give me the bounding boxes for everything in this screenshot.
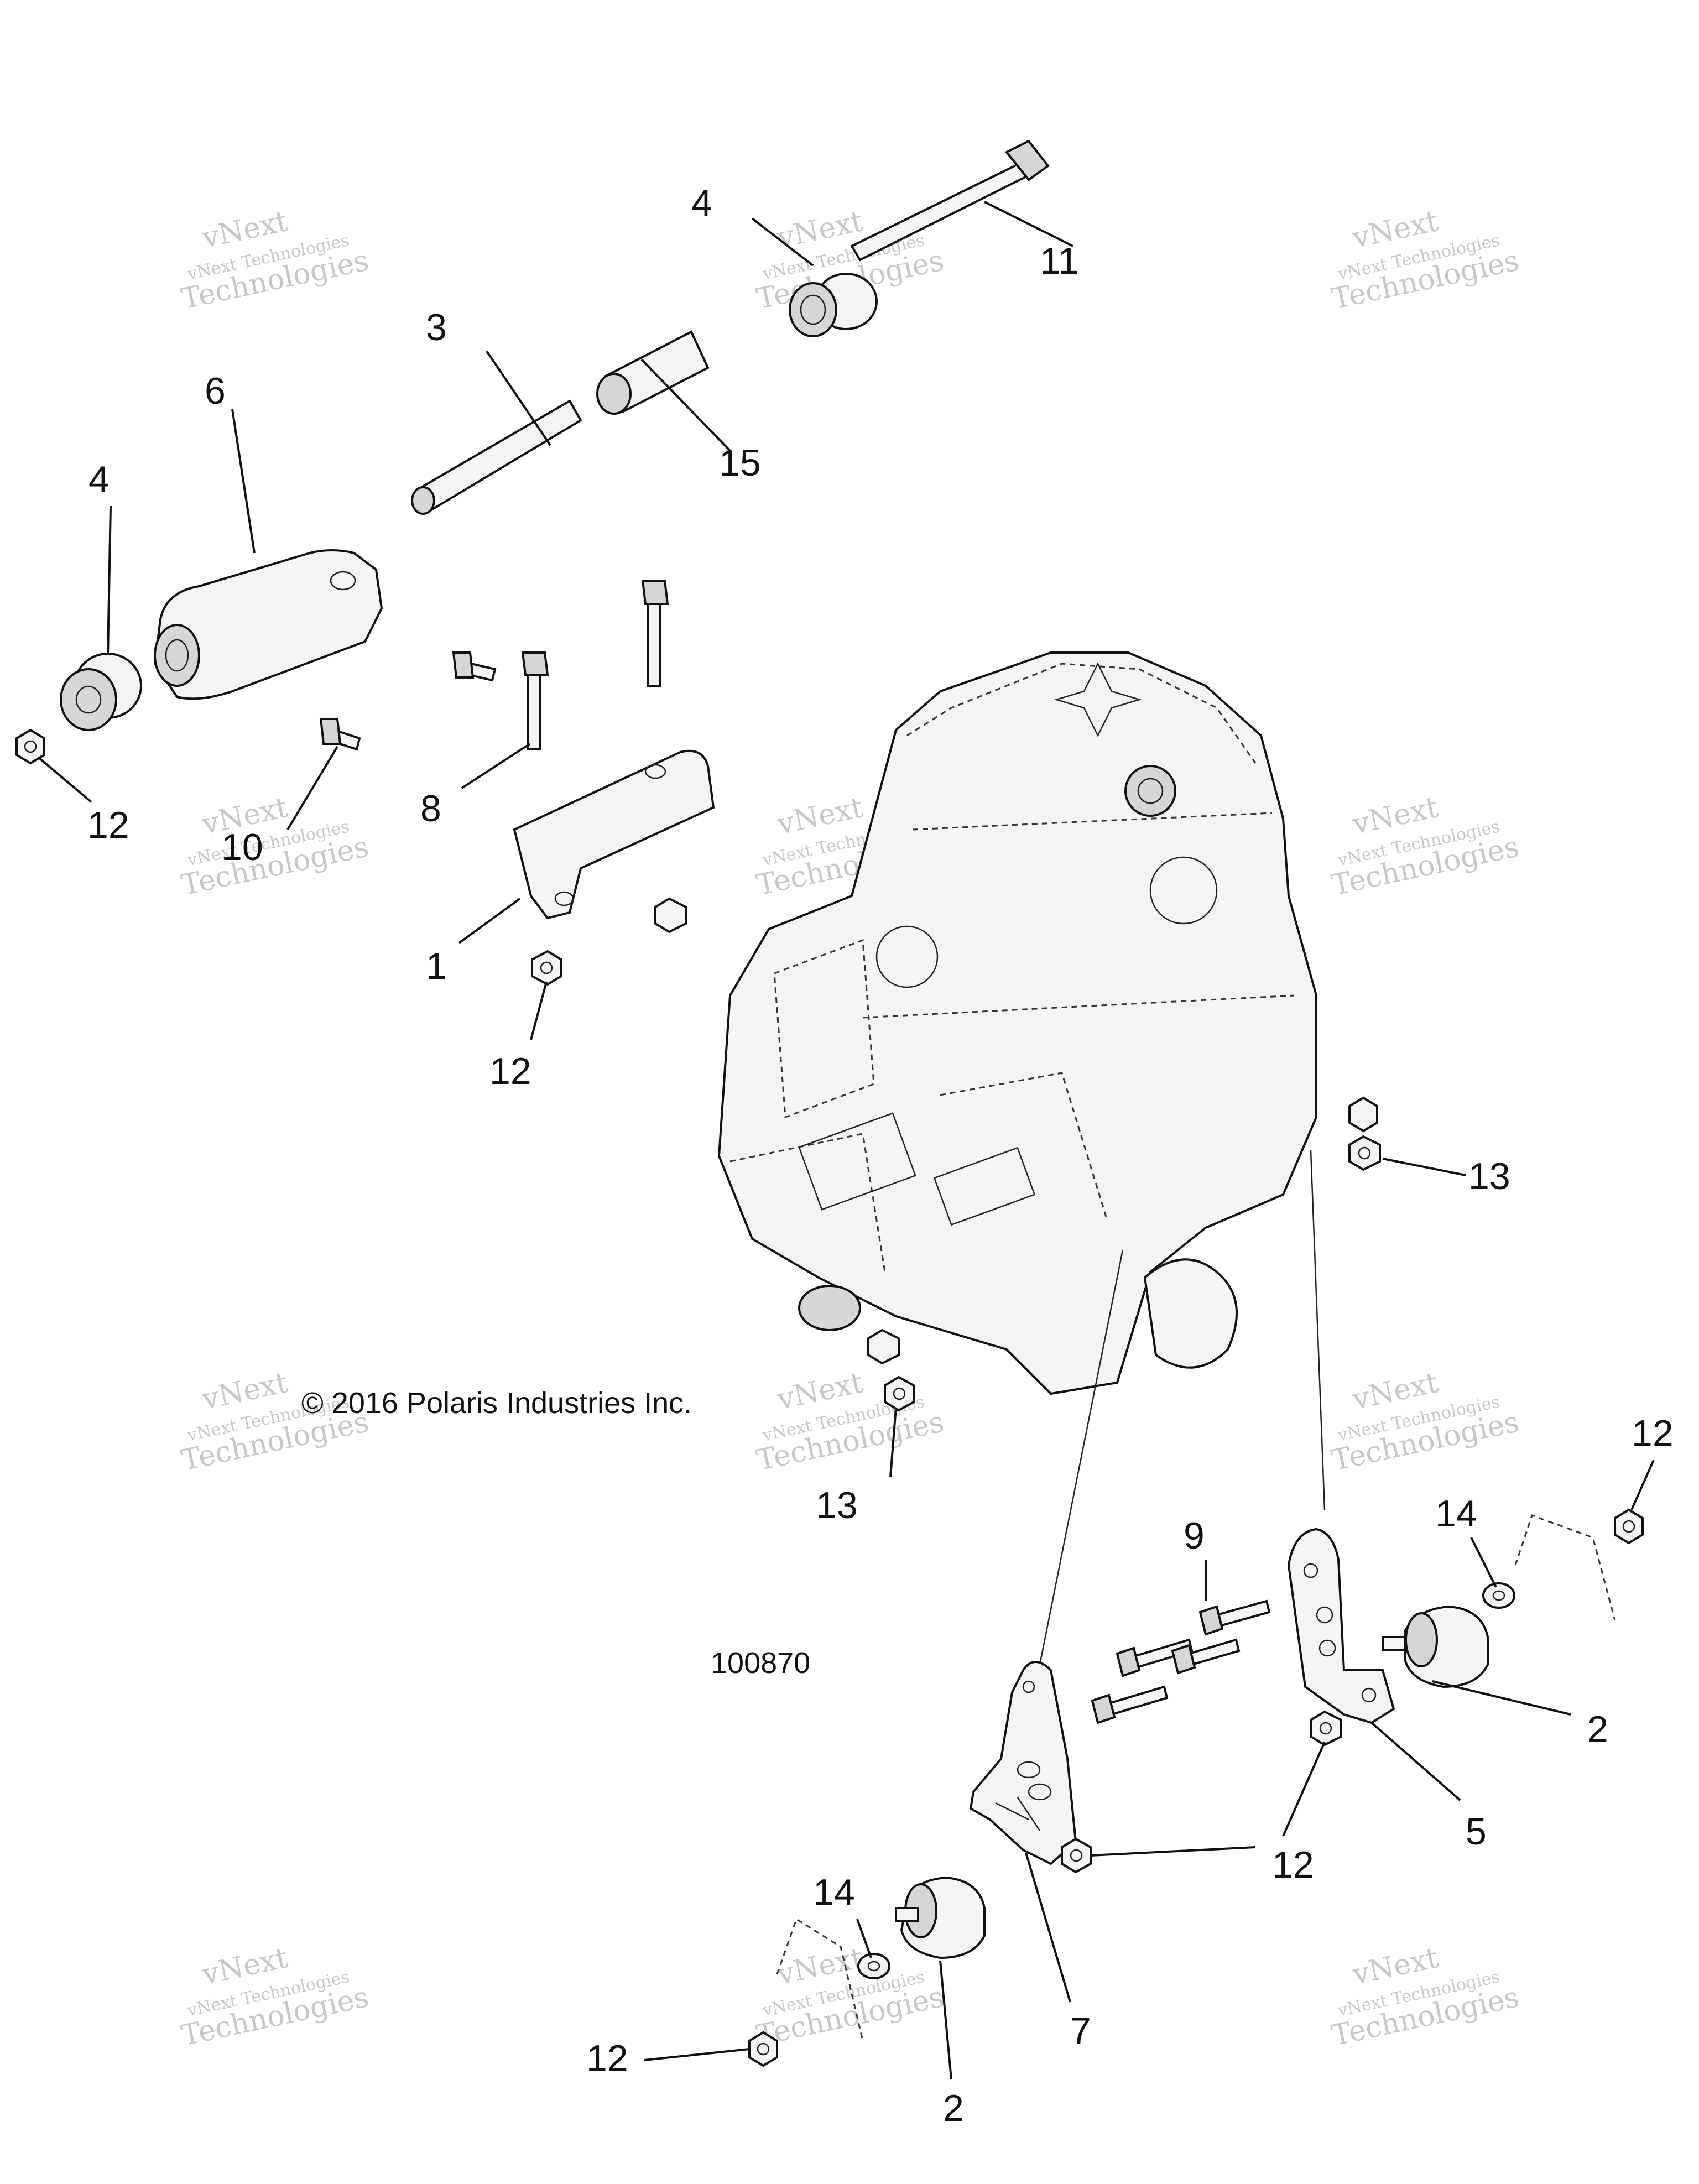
bracket-part-1 <box>513 749 715 920</box>
nut-part-12-bracket-lower <box>1061 1837 1092 1874</box>
callout-4-left: 4 <box>88 458 110 501</box>
callout-4-top: 4 <box>691 182 712 224</box>
callout-8: 8 <box>420 788 441 830</box>
callout-12-mid: 12 <box>489 1050 531 1092</box>
long-bolt-part-11 <box>850 139 1050 262</box>
callout-13-right: 13 <box>1468 1155 1510 1197</box>
bolt-part-10 <box>319 718 361 751</box>
nut-part-12-right <box>1614 1508 1644 1545</box>
callout-12-bottom: 12 <box>586 2037 628 2079</box>
bolt <box>1171 1638 1241 1675</box>
figure-number: 100870 <box>711 1646 810 1680</box>
callout-7: 7 <box>1070 2010 1091 2052</box>
bracket-part-5 <box>1287 1528 1395 1724</box>
rubber-mount-part-2-left <box>895 1876 986 1959</box>
guide-line-right <box>1310 1150 1326 1510</box>
watermark: vNext vNext Technologies Technologies <box>179 205 372 316</box>
bolt-small-top <box>452 651 497 682</box>
callout-11: 11 <box>1040 240 1079 282</box>
watermark: vNext vNext Technologies Technologies <box>179 791 372 902</box>
callout-9: 9 <box>1184 1515 1205 1557</box>
bolt-part-8 <box>521 651 549 750</box>
engine-assembly <box>717 651 1317 1395</box>
callout-14-left: 14 <box>813 1872 855 1914</box>
bushing-part-4-left <box>60 653 142 731</box>
callout-10: 10 <box>221 826 263 868</box>
frame-outline-right <box>1514 1514 1616 1621</box>
rod-part-3 <box>411 399 582 515</box>
callout-3: 3 <box>426 306 447 348</box>
watermark: vNext vNext Technologies Technologies <box>179 1941 372 2052</box>
frame-outline-left <box>776 1917 864 2041</box>
housing-part-6 <box>153 549 383 700</box>
bolt-vertical-upper <box>641 580 669 687</box>
watermark: vNext vNext Technologies Technologies <box>1329 1941 1522 2052</box>
callout-2-left: 2 <box>943 2087 964 2129</box>
nut-part-13-lower <box>867 1328 915 1412</box>
sleeve-part-15 <box>596 330 710 415</box>
copyright-notice: © 2016 Polaris Industries Inc. <box>301 1386 692 1420</box>
nut-under-bracket <box>654 897 687 934</box>
bolt <box>1091 1685 1169 1724</box>
guide-line-left <box>1039 1249 1124 1665</box>
callout-15: 15 <box>719 442 761 484</box>
rubber-mount-part-2-right <box>1382 1605 1489 1688</box>
callout-6: 6 <box>205 370 226 412</box>
watermark: vNext vNext Technologies Technologies <box>1329 791 1522 902</box>
bracket-part-7 <box>969 1661 1077 1865</box>
nut-part-12-bottom <box>748 2031 778 2067</box>
bolt <box>1116 1638 1194 1677</box>
nut-part-12-bracket <box>1310 1710 1342 1747</box>
callout-14-right: 14 <box>1435 1493 1477 1535</box>
watermark: vNext vNext Technologies Technologies <box>754 1366 947 1477</box>
washer-part-14-right <box>1482 1582 1515 1609</box>
callout-1: 1 <box>426 945 447 987</box>
bolt <box>1198 1599 1271 1636</box>
nut-part-13-upper <box>1348 1096 1381 1171</box>
nut-part-12-mid <box>531 950 562 986</box>
callout-5: 5 <box>1466 1811 1487 1853</box>
nut-part-12-left <box>15 728 45 765</box>
washer-part-14-left <box>857 1953 890 1979</box>
watermark: vNext vNext Technologies Technologies <box>1329 1366 1522 1477</box>
callout-12-bracket: 12 <box>1272 1844 1314 1886</box>
watermark: vNext vNext Technologies Technologies <box>1329 205 1522 316</box>
callout-2-right: 2 <box>1587 1708 1608 1750</box>
callout-12-right: 12 <box>1632 1412 1674 1455</box>
leader-lines <box>38 201 1655 2080</box>
callout-13-left: 13 <box>816 1484 858 1526</box>
bushing-part-4-top <box>789 273 878 337</box>
bolts-part-9 <box>1091 1599 1271 1724</box>
callout-12-left: 12 <box>87 804 129 846</box>
